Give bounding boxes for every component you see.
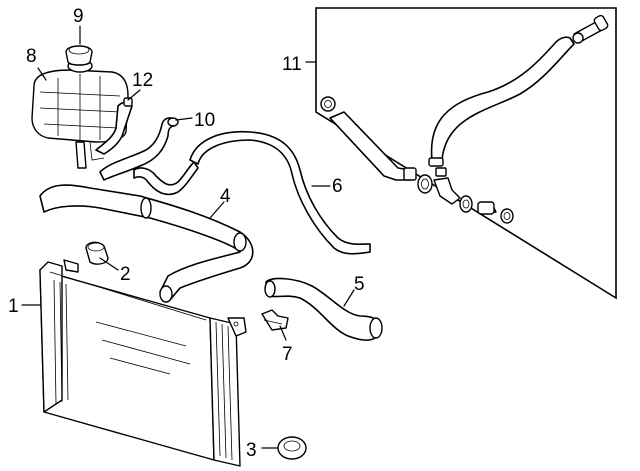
callout-8: 8 [26, 46, 37, 67]
leader-2 [99, 257, 119, 271]
radiator [39, 259, 247, 467]
callout-5: 5 [354, 274, 365, 295]
leader-lines [21, 25, 355, 449]
part-7-bracket [261, 309, 289, 331]
callout-11: 11 [282, 54, 302, 75]
callout-3: 3 [246, 440, 257, 461]
part-9-cap [65, 45, 93, 66]
callout-9: 9 [73, 6, 84, 27]
part-8-reservoir [31, 59, 129, 169]
callout-2: 2 [120, 264, 131, 285]
leader-10 [175, 117, 193, 121]
leader-12 [127, 89, 141, 101]
callout-6: 6 [332, 176, 343, 197]
callout-12: 12 [132, 70, 153, 91]
part-5-hose [264, 277, 383, 341]
leader-7 [279, 325, 287, 341]
inset-panel-11 [315, 7, 617, 300]
leader-5 [343, 289, 355, 307]
part-4-hose [39, 184, 254, 303]
callout-1: 1 [8, 296, 19, 317]
part-2-cap [85, 241, 109, 265]
callout-labels: 1 2 3 4 5 6 7 8 9 10 11 12 [8, 6, 365, 461]
leader-4 [209, 201, 225, 219]
part-10-hose [99, 117, 179, 181]
callout-7: 7 [282, 344, 293, 365]
part-6-hose [133, 130, 371, 255]
part-12-pipe [95, 97, 133, 155]
part-3-cap [277, 436, 307, 460]
leader-8 [37, 67, 47, 81]
callout-10: 10 [194, 110, 215, 131]
callout-4: 4 [220, 186, 231, 207]
